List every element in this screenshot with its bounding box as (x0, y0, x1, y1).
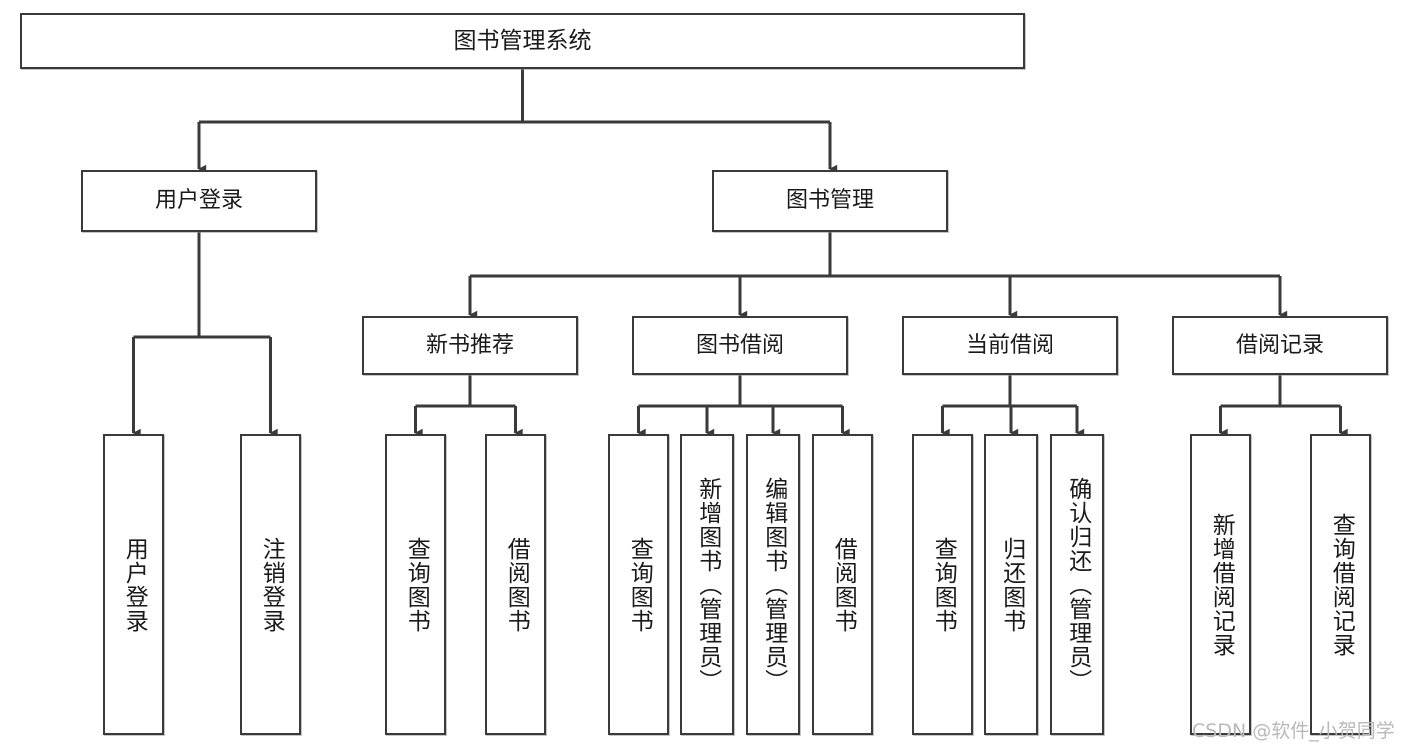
node-current-borrow[interactable]: 当前借阅 (902, 316, 1118, 375)
node-leaf-query-book-2[interactable]: 查询图书 (608, 434, 669, 735)
node-label-user-login: 用户登录 (154, 188, 243, 214)
node-leaf-query-book-1[interactable]: 查询图书 (385, 434, 446, 735)
node-label-leaf-user-login: 用户登录 (121, 536, 148, 633)
node-label-book-borrow: 图书借阅 (695, 332, 784, 358)
node-leaf-confirm-ret[interactable]: 确认归还（管理员） (1050, 434, 1104, 735)
node-label-leaf-query-book-2: 查询图书 (626, 536, 653, 633)
node-label-leaf-query-record: 查询借阅记录 (1328, 512, 1355, 657)
node-user-login[interactable]: 用户登录 (81, 170, 317, 232)
node-book-borrow[interactable]: 图书借阅 (632, 316, 848, 375)
node-label-leaf-query-book-3: 查询图书 (930, 536, 957, 633)
node-label-leaf-return-book: 归还图书 (998, 536, 1025, 633)
node-leaf-add-book[interactable]: 新增图书（管理员） (680, 434, 734, 735)
node-label-current-borrow: 当前借阅 (965, 332, 1054, 358)
node-leaf-borrow-book-1[interactable]: 借阅图书 (485, 434, 546, 735)
node-leaf-query-book-3[interactable]: 查询图书 (912, 434, 973, 735)
node-label-leaf-add-book: 新增图书（管理员） (694, 476, 721, 693)
node-leaf-user-login[interactable]: 用户登录 (103, 434, 164, 735)
edge-group (132, 69, 1348, 438)
node-label-leaf-query-book-1: 查询图书 (403, 536, 430, 633)
node-leaf-edit-book[interactable]: 编辑图书（管理员） (746, 434, 800, 735)
node-root[interactable]: 图书管理系统 (20, 13, 1025, 69)
node-new-book-rec[interactable]: 新书推荐 (362, 316, 578, 375)
csdn-watermark: CSDN @软件_小贺同学 (1192, 720, 1395, 742)
node-label-leaf-add-record: 新增借阅记录 (1208, 512, 1235, 657)
node-label-borrow-record: 借阅记录 (1235, 332, 1324, 358)
node-label-new-book-rec: 新书推荐 (425, 332, 514, 358)
node-leaf-borrow-book-2[interactable]: 借阅图书 (812, 434, 873, 735)
node-label-root: 图书管理系统 (453, 27, 592, 54)
node-label-book-manage: 图书管理 (785, 188, 874, 214)
node-leaf-return-book[interactable]: 归还图书 (984, 434, 1038, 735)
node-leaf-add-record[interactable]: 新增借阅记录 (1190, 434, 1251, 735)
node-label-leaf-user-logout: 注销登录 (258, 536, 285, 633)
node-borrow-record[interactable]: 借阅记录 (1172, 316, 1388, 375)
node-leaf-user-logout[interactable]: 注销登录 (240, 434, 301, 735)
node-label-leaf-borrow-book-2: 借阅图书 (830, 536, 857, 633)
node-label-leaf-edit-book: 编辑图书（管理员） (760, 476, 787, 693)
node-book-manage[interactable]: 图书管理 (712, 170, 948, 232)
node-label-leaf-borrow-book-1: 借阅图书 (503, 536, 530, 633)
node-leaf-query-record[interactable]: 查询借阅记录 (1310, 434, 1371, 735)
node-label-leaf-confirm-ret: 确认归还（管理员） (1064, 476, 1091, 693)
